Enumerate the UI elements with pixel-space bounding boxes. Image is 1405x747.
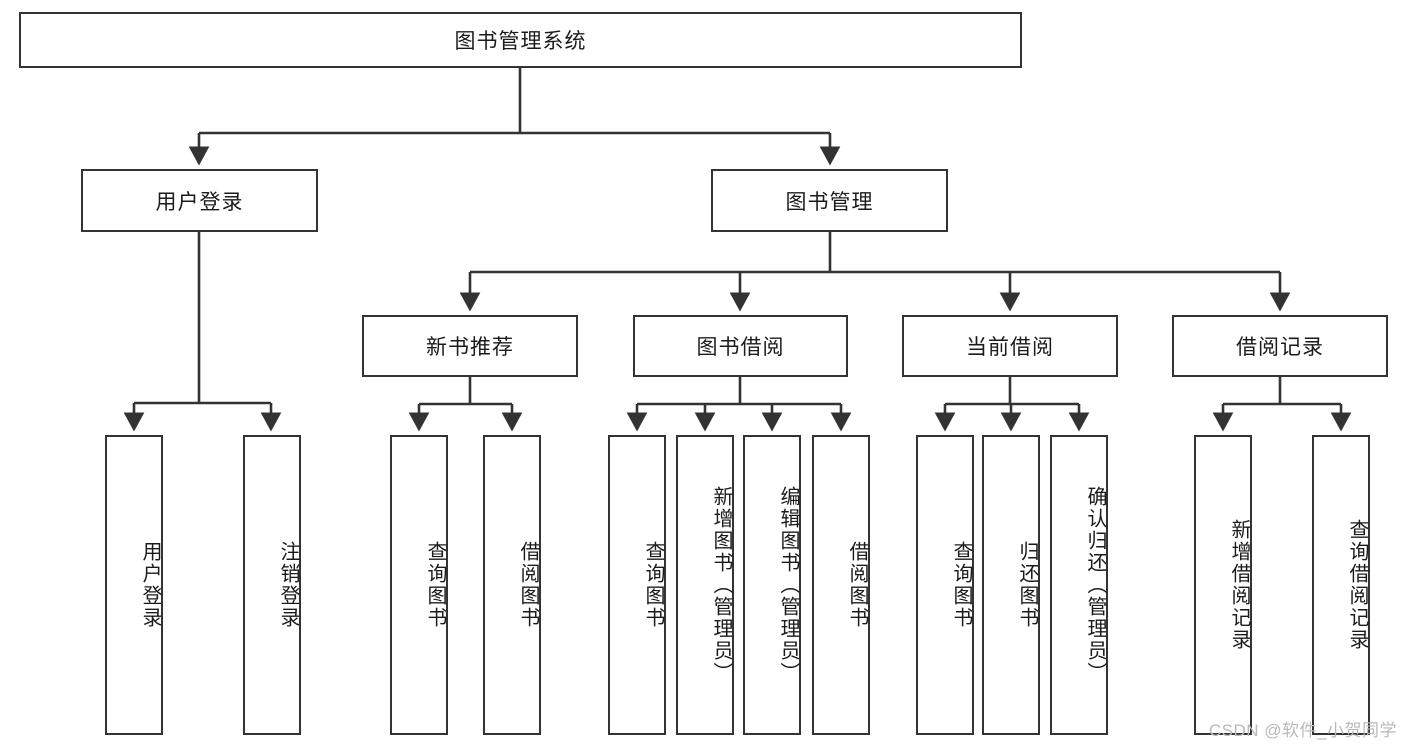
leaf-query-book-1[interactable]: 查询图书 xyxy=(390,435,448,735)
node-current-borrow-label: 当前借阅 xyxy=(966,336,1054,359)
node-user-login-label: 用户登录 xyxy=(155,190,244,214)
leaf-confirm-return-label: 确认归还（管理员） xyxy=(1084,486,1106,684)
node-user-login[interactable]: 用户登录 xyxy=(81,169,318,232)
node-book-borrow-label: 图书借阅 xyxy=(696,336,785,359)
leaf-edit-book-label: 编辑图书（管理员） xyxy=(777,486,799,684)
leaf-return-book[interactable]: 归还图书 xyxy=(982,435,1040,735)
leaf-confirm-return[interactable]: 确认归还（管理员） xyxy=(1050,435,1108,735)
leaf-borrow-book-2[interactable]: 借阅图书 xyxy=(812,435,870,735)
leaf-query-book-1-label: 查询图书 xyxy=(424,541,446,629)
leaf-logout[interactable]: 注销登录 xyxy=(243,435,301,735)
leaf-borrow-book-1-label: 借阅图书 xyxy=(517,541,539,629)
leaf-borrow-book-1[interactable]: 借阅图书 xyxy=(483,435,541,735)
node-borrow-record-label: 借阅记录 xyxy=(1236,336,1324,359)
leaf-logout-label: 注销登录 xyxy=(277,541,299,629)
leaf-query-record[interactable]: 查询借阅记录 xyxy=(1312,435,1370,735)
node-new-book-recommend[interactable]: 新书推荐 xyxy=(362,315,578,377)
node-root-label: 图书管理系统 xyxy=(454,30,587,53)
leaf-user-login[interactable]: 用户登录 xyxy=(105,435,163,735)
node-borrow-record[interactable]: 借阅记录 xyxy=(1172,315,1388,377)
leaf-query-record-label: 查询借阅记录 xyxy=(1346,519,1368,651)
leaf-query-book-3-label: 查询图书 xyxy=(950,541,972,629)
leaf-add-book[interactable]: 新增图书（管理员） xyxy=(676,435,734,735)
node-root[interactable]: 图书管理系统 xyxy=(19,12,1022,68)
leaf-user-login-label: 用户登录 xyxy=(139,541,161,629)
node-current-borrow[interactable]: 当前借阅 xyxy=(902,315,1118,377)
leaf-query-book-2-label: 查询图书 xyxy=(642,541,664,629)
leaf-edit-book[interactable]: 编辑图书（管理员） xyxy=(743,435,801,735)
node-new-book-recommend-label: 新书推荐 xyxy=(426,336,514,359)
leaf-borrow-book-2-label: 借阅图书 xyxy=(846,541,868,629)
leaf-add-record[interactable]: 新增借阅记录 xyxy=(1194,435,1252,735)
leaf-return-book-label: 归还图书 xyxy=(1016,541,1038,629)
leaf-query-book-3[interactable]: 查询图书 xyxy=(916,435,974,735)
csdn-watermark: CSDN @软件_小贺同学 xyxy=(1208,721,1397,740)
node-book-management-label: 图书管理 xyxy=(785,190,874,214)
node-book-borrow[interactable]: 图书借阅 xyxy=(633,315,848,377)
leaf-add-record-label: 新增借阅记录 xyxy=(1228,519,1250,651)
leaf-query-book-2[interactable]: 查询图书 xyxy=(608,435,666,735)
leaf-add-book-label: 新增图书（管理员） xyxy=(710,486,732,684)
node-book-management[interactable]: 图书管理 xyxy=(711,169,948,232)
